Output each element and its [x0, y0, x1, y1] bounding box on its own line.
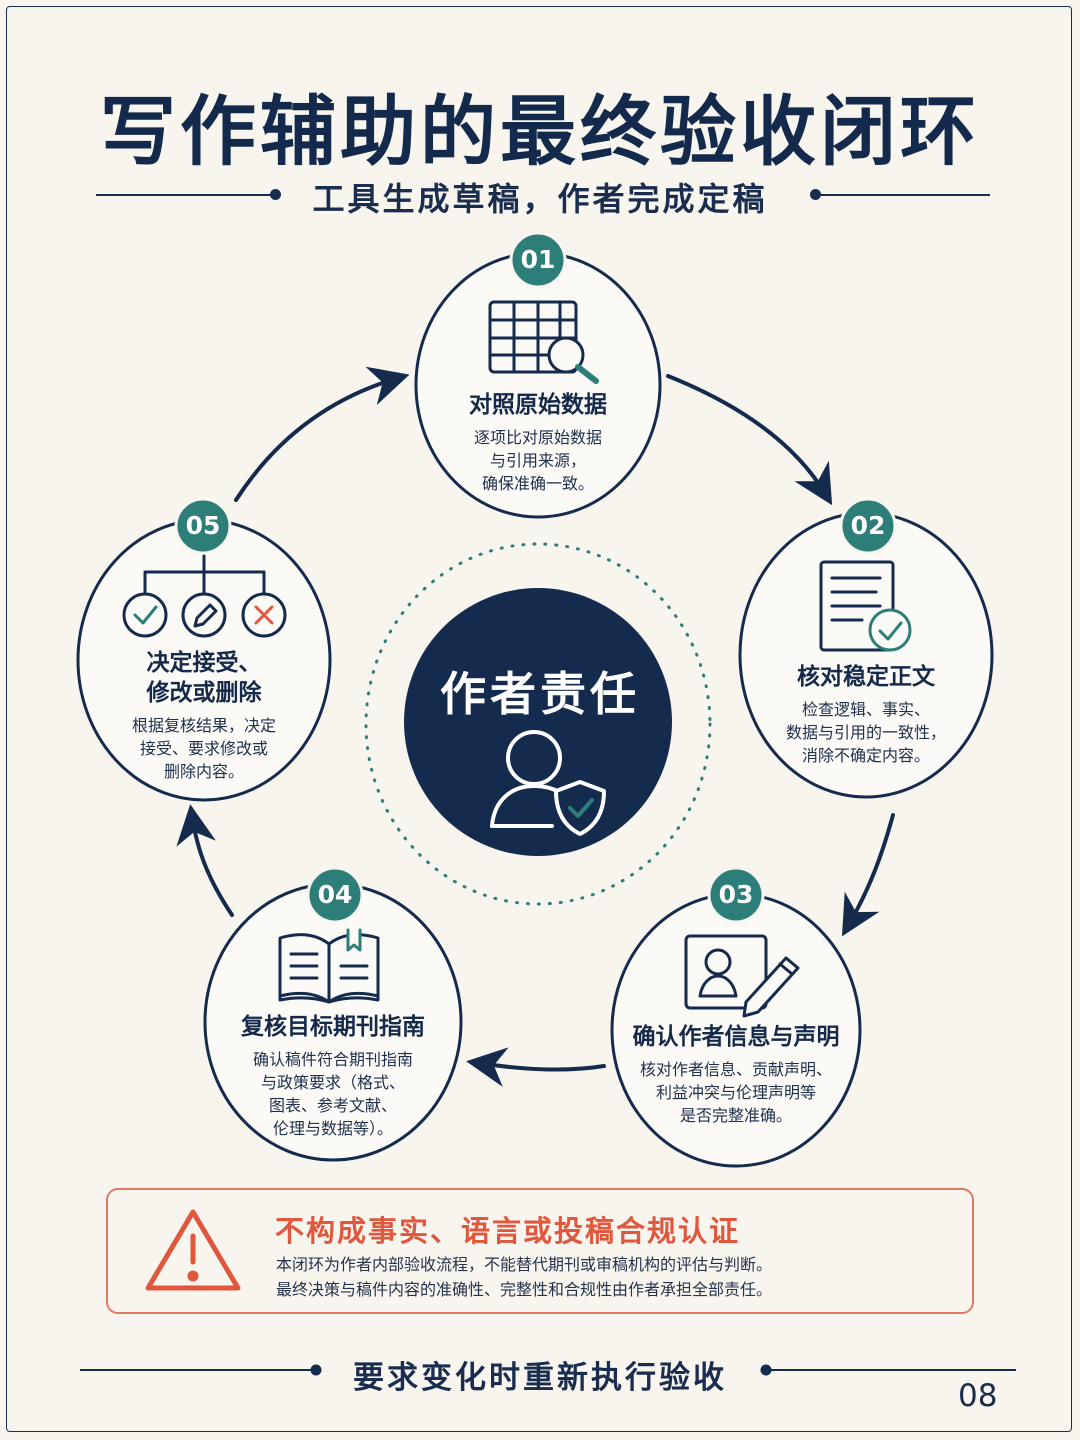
arrow-04-to-05: [176, 804, 234, 917]
warning-title: 不构成事实、语言或投稿合规认证: [275, 1214, 741, 1248]
document-check-icon: [819, 560, 912, 652]
step-05-desc-line: 根据复核结果，决定: [131, 716, 276, 735]
step-02-description: 检查逻辑、事实、 数据与引用的一致性， 消除不确定内容。: [751, 698, 981, 767]
footer-text: 要求变化时重新执行验收: [353, 1360, 727, 1396]
arrow-01-to-02: [666, 374, 833, 506]
table-search-icon: [488, 300, 599, 384]
warning-box: [106, 1188, 974, 1314]
step-05-title-line-1: 决定接受、: [146, 650, 262, 676]
step-05-number: 05: [185, 511, 221, 540]
step-04-badge: [306, 866, 364, 924]
step-03: 确认作者信息与声明 核对作者信息、贡献声明、 利益冲突与伦理声明等 是否完整准确…: [616, 1022, 856, 1127]
decision-branch-icon: [122, 554, 287, 638]
step-01-desc-line: 确保准确一致。: [481, 474, 594, 493]
step-04-desc-line: 与政策要求（格式、: [260, 1073, 405, 1092]
step-03-desc-line: 核对作者信息、贡献声明、: [639, 1060, 832, 1079]
step-01: 对照原始数据 逐项比对原始数据 与引用来源， 确保准确一致。: [428, 390, 648, 495]
step-05-desc-line: 删除内容。: [163, 762, 244, 781]
step-01-badge: [509, 231, 567, 289]
step-02-desc-line: 检查逻辑、事实、: [801, 700, 930, 719]
step-02-title: 核对稳定正文: [797, 664, 935, 690]
arrow-03-to-04: [466, 1047, 606, 1087]
warning-line: 最终决策与稿件内容的准确性、完整性和合规性由作者承担全部责任。: [276, 1280, 773, 1299]
step-01-title: 对照原始数据: [469, 392, 607, 418]
step-02-number: 02: [850, 511, 886, 540]
step-01-description: 逐项比对原始数据 与引用来源， 确保准确一致。: [428, 426, 648, 495]
warning-text: 本闭环为作者内部验收流程，不能替代期刊或审稿机构的评估与判断。 最终决策与稿件内…: [276, 1252, 772, 1302]
step-02-badge: [839, 497, 897, 555]
open-book-icon: [278, 928, 380, 1004]
step-05-desc-line: 接受、要求修改或: [139, 739, 268, 758]
step-03-desc-line: 利益冲突与伦理声明等: [655, 1083, 816, 1102]
step-05-badge: [174, 497, 232, 555]
step-03-badge: [707, 866, 765, 924]
step-01-desc-line: 与引用来源，: [489, 451, 586, 470]
warning-triangle-icon: [145, 1209, 241, 1291]
step-04-number: 04: [317, 880, 353, 909]
page-number: 08: [958, 1378, 998, 1414]
step-02-desc-line: 消除不确定内容。: [801, 746, 930, 765]
subtitle-line-right: [818, 194, 990, 196]
step-03-title: 确认作者信息与声明: [632, 1024, 840, 1050]
step-01-number: 01: [520, 245, 556, 274]
footer-dot-left: [310, 1364, 322, 1376]
subtitle-dot-left: [270, 189, 281, 200]
step-02-desc-line: 数据与引用的一致性，: [785, 723, 946, 742]
step-03-desc-line: 是否完整准确。: [679, 1106, 792, 1125]
step-02: 核对稳定正文 检查逻辑、事实、 数据与引用的一致性， 消除不确定内容。: [751, 662, 981, 767]
center-circle: [404, 588, 672, 856]
step-04-desc-line: 确认稿件符合期刊指南: [252, 1050, 413, 1069]
step-05-description: 根据复核结果，决定 接受、要求修改或 删除内容。: [94, 714, 314, 783]
step-04-description: 确认稿件符合期刊指南 与政策要求（格式、 图表、参考文献、 伦理与数据等）。: [213, 1048, 453, 1140]
center-dotted-ring: [364, 542, 712, 906]
step-01-desc-line: 逐项比对原始数据: [473, 428, 602, 447]
step-04-title: 复核目标期刊指南: [241, 1014, 425, 1040]
step-04-desc-line: 伦理与数据等）。: [272, 1119, 393, 1138]
step-04: 复核目标期刊指南 确认稿件符合期刊指南 与政策要求（格式、 图表、参考文献、 伦…: [213, 1012, 453, 1140]
subtitle: 工具生成草稿，作者完成定稿: [312, 180, 768, 218]
page-title: 写作辅助的最终验收闭环: [100, 87, 980, 176]
footer-row: 要求变化时重新执行验收: [0, 1348, 1080, 1396]
step-03-number: 03: [718, 880, 754, 909]
step-03-description: 核对作者信息、贡献声明、 利益冲突与伦理声明等 是否完整准确。: [616, 1058, 856, 1127]
step-05-title-line-2: 修改或删除: [146, 680, 262, 706]
profile-pen-icon: [684, 934, 800, 1018]
arrow-02-to-03: [841, 813, 895, 937]
subtitle-line-left: [96, 194, 274, 196]
arrow-05-to-01: [234, 366, 410, 502]
step-05: 决定接受、 修改或删除 根据复核结果，决定 接受、要求修改或 删除内容。: [94, 648, 314, 783]
subtitle-dot-right: [810, 189, 821, 200]
page-frame: [6, 6, 1072, 1432]
footer-dot-right: [760, 1364, 772, 1376]
warning-line: 本闭环为作者内部验收流程，不能替代期刊或审稿机构的评估与判断。: [276, 1255, 773, 1274]
step-04-desc-line: 图表、参考文献、: [268, 1096, 397, 1115]
subtitle-row: 工具生成草稿，作者完成定稿: [0, 172, 1080, 218]
user-shield-icon: [490, 730, 606, 836]
center-label: 作者责任: [440, 667, 640, 721]
